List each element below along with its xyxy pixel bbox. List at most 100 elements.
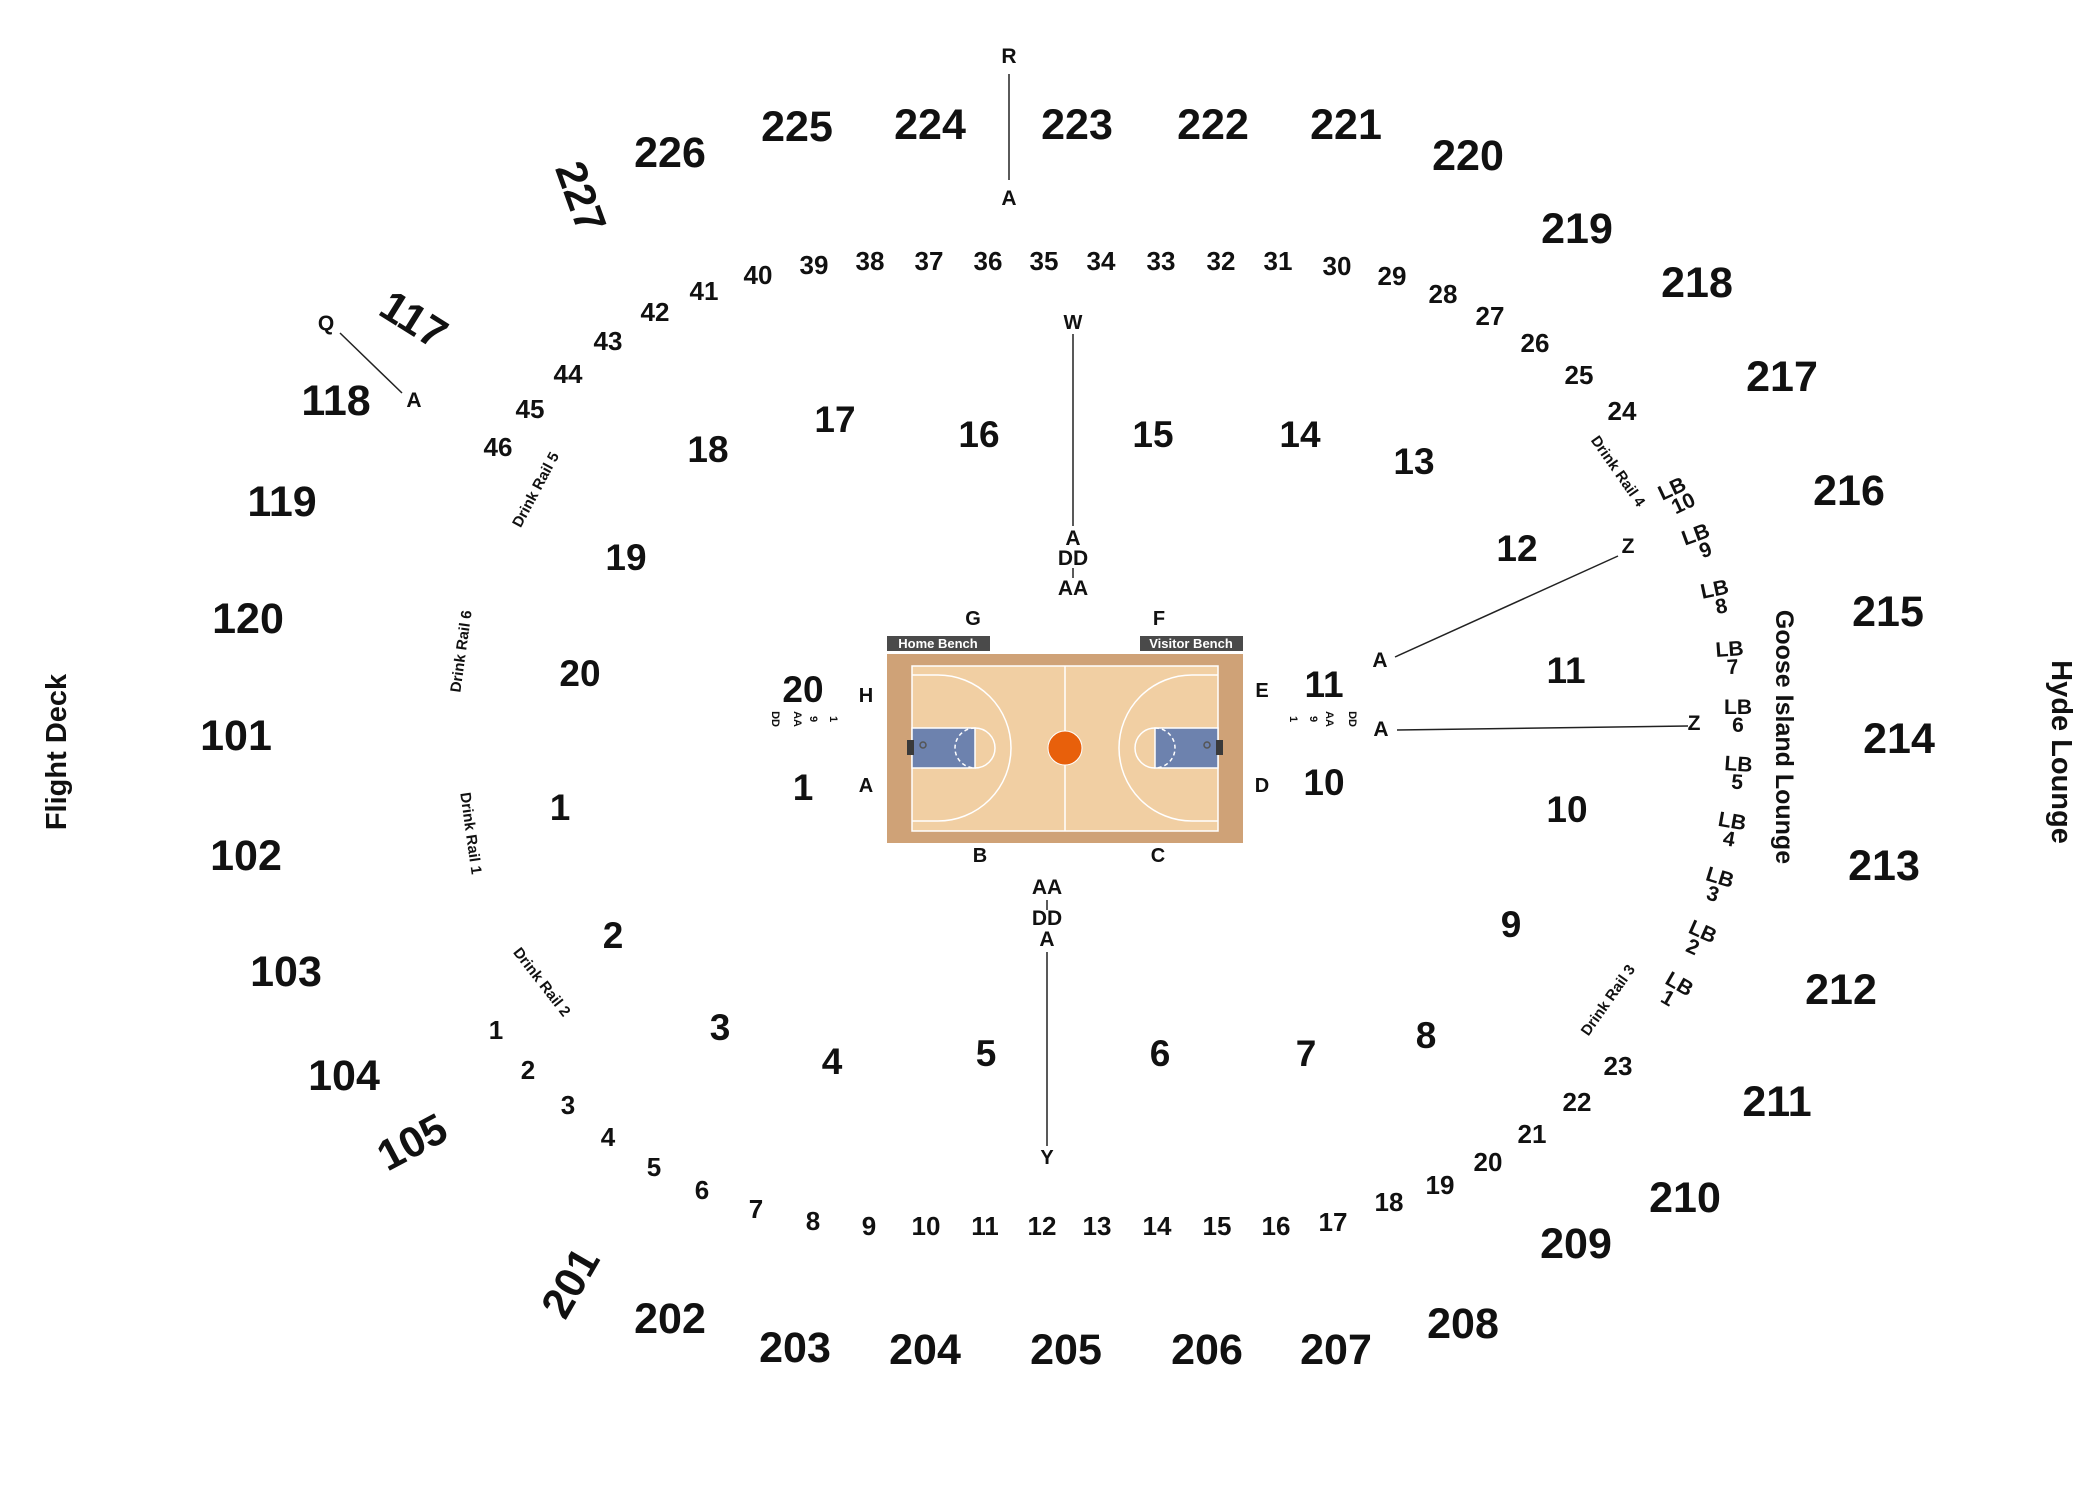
bottom-suite-11[interactable]: 11 (971, 1211, 999, 1241)
drink-rail-3[interactable]: Drink Rail 3 (1578, 962, 1639, 1039)
bottom-suite-14[interactable]: 14 (1143, 1211, 1172, 1241)
section-102[interactable]: 102 (210, 832, 282, 880)
bottom-suite-5[interactable]: 5 (647, 1152, 661, 1182)
lounge-box-7[interactable]: LB 7 (1715, 637, 1746, 680)
top-suite-41[interactable]: 41 (690, 276, 719, 306)
floor-section-15[interactable]: 15 (1132, 414, 1173, 455)
section-104[interactable]: 104 (308, 1052, 380, 1100)
visitor-bench[interactable]: Visitor Bench (1140, 636, 1243, 651)
section-209[interactable]: 209 (1540, 1220, 1612, 1268)
section-205[interactable]: 205 (1030, 1326, 1102, 1374)
bottom-suite-21[interactable]: 21 (1518, 1119, 1547, 1149)
floor-section-12[interactable]: 12 (1496, 528, 1537, 569)
bottom-suite-8[interactable]: 8 (806, 1206, 820, 1236)
floor-section-1[interactable]: 1 (550, 787, 571, 828)
top-suite-42[interactable]: 42 (641, 297, 670, 327)
hyde-lounge-label[interactable]: Hyde Lounge (2045, 660, 2077, 844)
top-suite-40[interactable]: 40 (744, 260, 773, 290)
top-suite-45[interactable]: 45 (516, 394, 545, 424)
courtside-section-10[interactable]: 10 (1303, 762, 1344, 803)
top-suite-28[interactable]: 28 (1429, 279, 1458, 309)
section-223[interactable]: 223 (1041, 101, 1113, 149)
lounge-box-5[interactable]: LB 5 (1722, 752, 1754, 795)
section-203[interactable]: 203 (759, 1324, 831, 1372)
section-219[interactable]: 219 (1541, 205, 1613, 253)
drink-rail-5[interactable]: Drink Rail 5 (509, 449, 563, 530)
section-103[interactable]: 103 (250, 948, 322, 996)
section-120[interactable]: 120 (212, 595, 284, 643)
floor-section-13[interactable]: 13 (1393, 441, 1434, 482)
home-bench[interactable]: Home Bench (887, 636, 990, 651)
top-suite-27[interactable]: 27 (1476, 301, 1505, 331)
floor-section-19[interactable]: 19 (605, 537, 646, 578)
top-suite-37[interactable]: 37 (915, 246, 944, 276)
top-suite-46[interactable]: 46 (484, 432, 513, 462)
top-suite-35[interactable]: 35 (1030, 246, 1059, 276)
bottom-suite-17[interactable]: 17 (1319, 1207, 1348, 1237)
section-227[interactable]: 227 (545, 155, 615, 239)
top-suite-31[interactable]: 31 (1264, 246, 1293, 276)
floor-section-20[interactable]: 20 (559, 653, 600, 694)
bottom-suite-18[interactable]: 18 (1375, 1187, 1404, 1217)
top-suite-44[interactable]: 44 (554, 359, 583, 389)
bottom-suite-9[interactable]: 9 (862, 1211, 876, 1241)
top-suite-32[interactable]: 32 (1207, 246, 1236, 276)
top-suite-36[interactable]: 36 (974, 246, 1003, 276)
lounge-box-10[interactable]: LB 10 (1655, 472, 1699, 522)
section-204[interactable]: 204 (889, 1326, 961, 1374)
lounge-box-6[interactable]: LB 6 (1724, 696, 1752, 737)
floor-section-9[interactable]: 9 (1501, 904, 1522, 945)
bottom-suite-16[interactable]: 16 (1262, 1211, 1291, 1241)
section-221[interactable]: 221 (1310, 101, 1382, 149)
section-218[interactable]: 218 (1661, 259, 1733, 307)
section-101[interactable]: 101 (200, 712, 272, 760)
section-213[interactable]: 213 (1848, 842, 1920, 890)
floor-section-4[interactable]: 4 (822, 1041, 843, 1082)
courtside-section-1[interactable]: 1 (793, 767, 814, 808)
drink-rail-2[interactable]: Drink Rail 2 (509, 944, 573, 1020)
section-208[interactable]: 208 (1427, 1300, 1499, 1348)
floor-section-11[interactable]: 11 (1546, 650, 1585, 691)
top-suite-24[interactable]: 24 (1608, 396, 1637, 426)
bottom-suite-4[interactable]: 4 (601, 1122, 616, 1152)
top-suite-38[interactable]: 38 (856, 246, 885, 276)
floor-section-14[interactable]: 14 (1279, 414, 1321, 455)
section-214[interactable]: 214 (1863, 715, 1935, 763)
section-225[interactable]: 225 (761, 103, 833, 151)
section-222[interactable]: 222 (1177, 101, 1249, 149)
lounge-box-4[interactable]: LB 4 (1713, 808, 1748, 853)
drink-rail-6[interactable]: Drink Rail 6 (447, 609, 475, 693)
floor-section-8[interactable]: 8 (1416, 1015, 1437, 1056)
top-suite-26[interactable]: 26 (1521, 328, 1550, 358)
top-suite-25[interactable]: 25 (1565, 360, 1594, 390)
bottom-suite-13[interactable]: 13 (1083, 1211, 1112, 1241)
bottom-suite-6[interactable]: 6 (695, 1175, 709, 1205)
floor-section-5[interactable]: 5 (976, 1033, 997, 1074)
bottom-suite-2[interactable]: 2 (521, 1055, 535, 1085)
goose-island-lounge-label[interactable]: Goose Island Lounge (1770, 610, 1798, 864)
floor-section-7[interactable]: 7 (1296, 1033, 1317, 1074)
section-105[interactable]: 105 (369, 1105, 455, 1181)
bottom-suite-22[interactable]: 22 (1563, 1087, 1592, 1117)
section-211[interactable]: 211 (1742, 1078, 1811, 1126)
section-226[interactable]: 226 (634, 129, 706, 177)
bottom-suite-1[interactable]: 1 (489, 1015, 503, 1045)
bottom-suite-12[interactable]: 12 (1028, 1211, 1057, 1241)
bottom-suite-15[interactable]: 15 (1203, 1211, 1232, 1241)
drink-rail-1[interactable]: Drink Rail 1 (456, 791, 484, 875)
floor-section-17[interactable]: 17 (814, 399, 855, 440)
bottom-suite-20[interactable]: 20 (1474, 1147, 1503, 1177)
section-201[interactable]: 201 (532, 1240, 609, 1326)
section-220[interactable]: 220 (1432, 132, 1504, 180)
courtside-section-11[interactable]: 11 (1304, 664, 1343, 705)
bottom-suite-7[interactable]: 7 (749, 1194, 763, 1224)
lounge-box-9[interactable]: LB 9 (1679, 519, 1719, 567)
section-119[interactable]: 119 (247, 478, 316, 526)
floor-section-16[interactable]: 16 (958, 414, 999, 455)
lounge-box-1[interactable]: LB 1 (1652, 967, 1697, 1017)
floor-section-18[interactable]: 18 (687, 429, 728, 470)
lounge-box-3[interactable]: LB 3 (1698, 863, 1737, 910)
top-suite-39[interactable]: 39 (800, 250, 829, 280)
flight-deck-label[interactable]: Flight Deck (41, 673, 73, 830)
top-suite-34[interactable]: 34 (1087, 246, 1116, 276)
